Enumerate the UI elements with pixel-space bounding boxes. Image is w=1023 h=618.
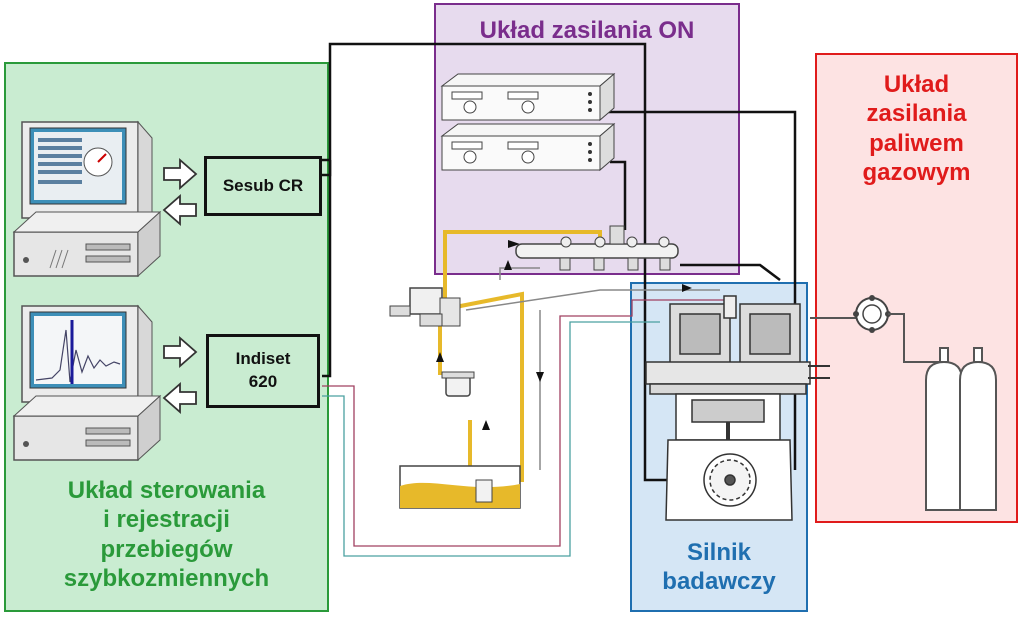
gas-lines xyxy=(888,313,977,363)
pressure-regulator-icon xyxy=(853,295,891,333)
control-panel-label: Układ sterowania i rejestracji przebiegó… xyxy=(63,477,270,592)
sesub-cr-label: Sesub CR xyxy=(222,175,304,195)
common-rail-icon xyxy=(515,225,679,271)
controller-icon xyxy=(440,72,616,122)
computer-icon xyxy=(12,120,162,278)
computer-icon xyxy=(12,304,162,462)
filter-icon xyxy=(441,371,475,397)
fuel-lines xyxy=(438,230,602,492)
signal-arrow-icons xyxy=(162,158,198,414)
indiset-label: Indiset 620 xyxy=(235,349,291,391)
gas-cylinder-icon xyxy=(925,347,997,511)
fuel-tank-icon xyxy=(399,465,521,509)
pump-icon xyxy=(389,287,461,327)
indiset-box: Indiset 620 xyxy=(206,334,320,408)
measurement-wires xyxy=(322,299,856,557)
engine-icon xyxy=(645,295,811,521)
sesub-cr-box: Sesub CR xyxy=(204,156,322,216)
gas-panel-label: Układ zasilania paliwem gazowym xyxy=(862,71,971,186)
diesel-panel-label: Układ zasilania ON xyxy=(479,17,695,44)
engine-panel-label: Silnik badawczy xyxy=(662,539,776,596)
controller-icon xyxy=(440,122,616,172)
